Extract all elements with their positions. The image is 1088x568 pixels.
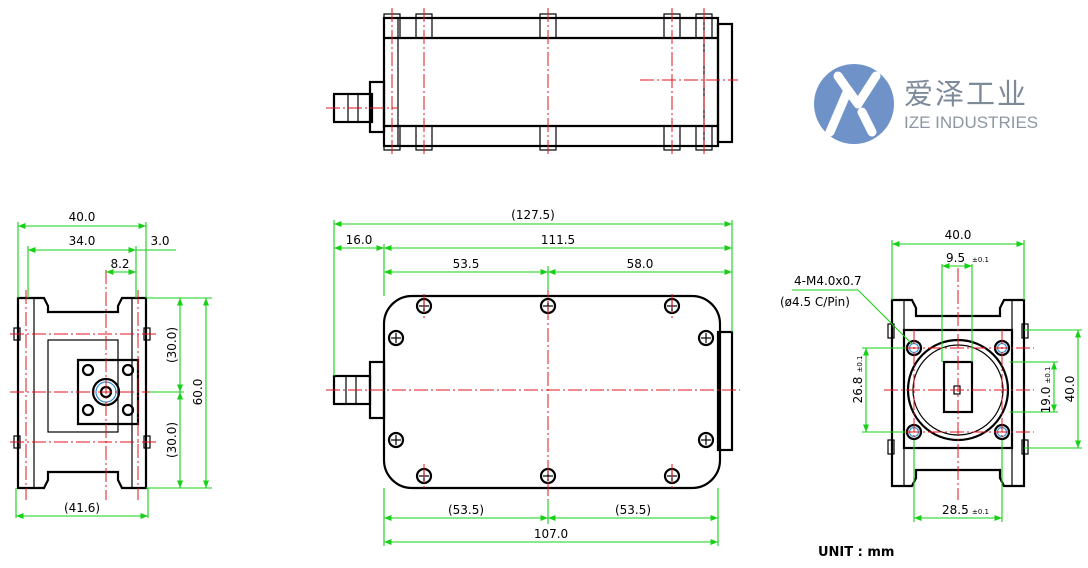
dim-front-bottom-pitch-right: (53.5) [615, 503, 651, 517]
left-frame-outline [16, 296, 148, 490]
dim-front-body-length: 111.5 [541, 233, 575, 247]
left-side-view: 40.0 34.0 3.0 8.2 (30.0) (30.0) 60.0 (41… [10, 210, 212, 520]
dim-left-bottom-width: (41.6) [64, 501, 100, 515]
dim-end-slot-offset: 9.5 [946, 251, 965, 265]
top-end-flange [716, 22, 734, 144]
front-end-flange [716, 330, 734, 452]
end-view: 40.0 9.5 ±0.1 4-M4.0x0.7 (ø4.5 C/Pin) 26… [780, 228, 1082, 522]
dim-end-overall-height: 40.0 [1063, 376, 1077, 403]
left-screw-hole [121, 403, 135, 417]
dim-end-hole-vertical-tol: ±0.1 [856, 356, 864, 373]
dim-front-hole-pitch-left: 53.5 [453, 257, 480, 271]
dim-left-inner-width: 34.0 [69, 234, 96, 248]
dim-end-slot-offset-tol: ±0.1 [972, 256, 989, 264]
end-frame-outline [890, 298, 1026, 488]
unit-note: UNIT : mm [818, 545, 894, 560]
dim-front-connector-length: 16.0 [346, 233, 373, 247]
top-view [326, 8, 738, 156]
left-screw-hole [81, 403, 95, 417]
dim-left-height: 60.0 [191, 379, 205, 406]
dim-end-overall-width: 40.0 [945, 228, 972, 242]
thread-note-line2: (ø4.5 C/Pin) [780, 295, 850, 309]
dim-left-upper-half: (30.0) [165, 327, 179, 363]
front-body [382, 294, 722, 490]
front-screws [387, 297, 715, 485]
dim-left-offset-right: 3.0 [150, 234, 169, 248]
dim-front-bottom-pitch-left: (53.5) [448, 503, 484, 517]
left-screw-hole [81, 363, 95, 377]
dim-front-bottom-length: 107.0 [534, 527, 568, 541]
dim-end-slot-height: 19.0 [1039, 387, 1053, 414]
dim-end-hole-horizontal: 28.5 [942, 503, 969, 517]
dim-left-offset-small: 8.2 [110, 257, 129, 271]
left-screw-hole [121, 363, 135, 377]
dim-left-lower-half: (30.0) [165, 422, 179, 458]
dim-front-overall-length: (127.5) [511, 208, 555, 222]
thread-note-line1: 4-M4.0x0.7 [794, 274, 862, 288]
brand-logo [814, 64, 894, 144]
dim-end-hole-vertical: 26.8 [851, 377, 865, 404]
dim-end-slot-height-tol: ±0.1 [1044, 367, 1052, 384]
dim-front-hole-pitch-right: 58.0 [627, 257, 654, 271]
dim-left-overall-width: 40.0 [69, 210, 96, 224]
brand-name-cn: 爱泽工业 [904, 77, 1028, 111]
dim-end-hole-horizontal-tol: ±0.1 [972, 508, 989, 516]
brand-name-en: IZE INDUSTRIES [904, 113, 1038, 132]
front-view: (127.5) 16.0 111.5 53.5 58.0 (53.5) (53.… [326, 208, 740, 546]
